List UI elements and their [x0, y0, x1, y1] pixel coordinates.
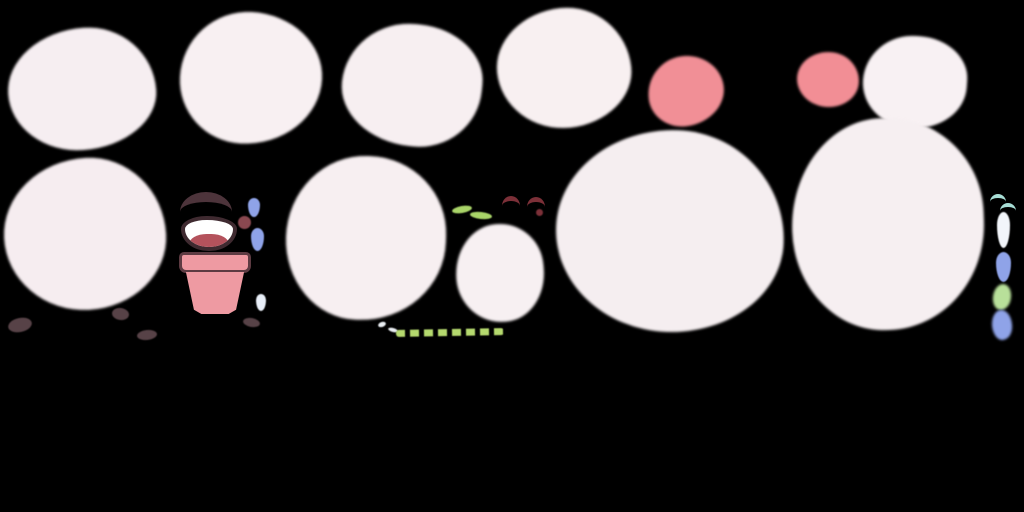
drop-white-long [997, 212, 1010, 248]
mouth [181, 216, 237, 251]
drop-pale-1 [256, 294, 266, 311]
drop-blue-3 [996, 252, 1011, 282]
pot-rim [179, 252, 251, 274]
teal-mark-2 [1000, 203, 1016, 211]
blob-top-4 [491, 1, 637, 135]
blob-salmon-1 [643, 51, 729, 131]
mini-maroon-dot [238, 216, 251, 229]
flower-pot [179, 252, 251, 314]
drop-blue-2 [251, 228, 264, 251]
blob-top-5 [859, 32, 971, 132]
lash-dot [536, 209, 543, 216]
teal-mark-1 [990, 194, 1006, 202]
blob-mini-blue [990, 309, 1014, 341]
blob-big-center [552, 126, 788, 336]
blob-top-2 [176, 8, 326, 148]
drop-blue-1 [248, 198, 260, 217]
blob-mid-large [283, 153, 449, 323]
blob-mini-green [991, 282, 1013, 312]
pebble-3 [136, 328, 158, 342]
blob-small [451, 220, 549, 326]
blob-top-3 [336, 17, 488, 153]
pot-body [185, 271, 245, 314]
pebble-1 [6, 315, 34, 335]
grass-row [395, 328, 505, 337]
pebble-2 [111, 306, 130, 322]
grass-tuft-2 [469, 210, 493, 221]
pebble-4 [242, 316, 261, 329]
blob-top-1 [3, 22, 161, 156]
closed-eye-stroke [180, 192, 232, 212]
blob-big-right [788, 114, 988, 334]
blob-salmon-2 [794, 49, 862, 110]
blob-left-large [0, 153, 170, 315]
speck-1 [377, 320, 387, 329]
lash-mark-1 [502, 196, 520, 206]
lash-mark-2 [527, 197, 545, 207]
